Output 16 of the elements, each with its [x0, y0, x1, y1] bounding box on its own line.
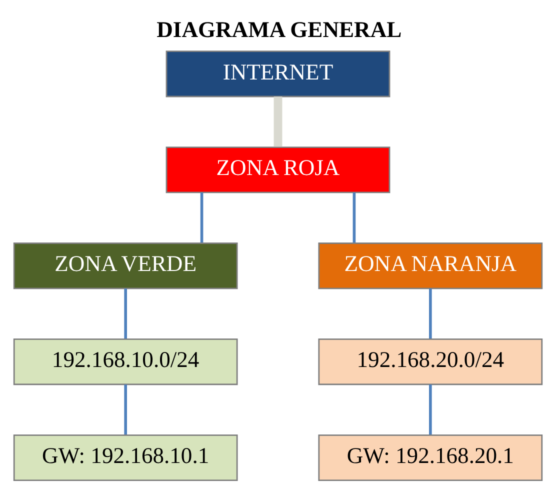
connector [352, 192, 356, 243]
connector [429, 384, 432, 435]
connector [124, 288, 127, 339]
node-box: ZONA NARANJA [318, 242, 543, 290]
connector [274, 96, 282, 147]
node-box: GW: 192.168.10.1 [13, 434, 238, 482]
node-box: 192.168.10.0/24 [13, 338, 238, 386]
connector [124, 384, 127, 435]
diagram-title: DIAGRAMA GENERAL [156, 16, 402, 42]
node-box: INTERNET [166, 50, 390, 98]
connector [429, 288, 432, 339]
node-box: ZONA VERDE [13, 242, 238, 290]
connector [200, 192, 204, 243]
node-box: GW: 192.168.20.1 [318, 434, 543, 482]
node-box: 192.168.20.0/24 [318, 338, 543, 386]
node-box: ZONA ROJA [166, 146, 390, 194]
